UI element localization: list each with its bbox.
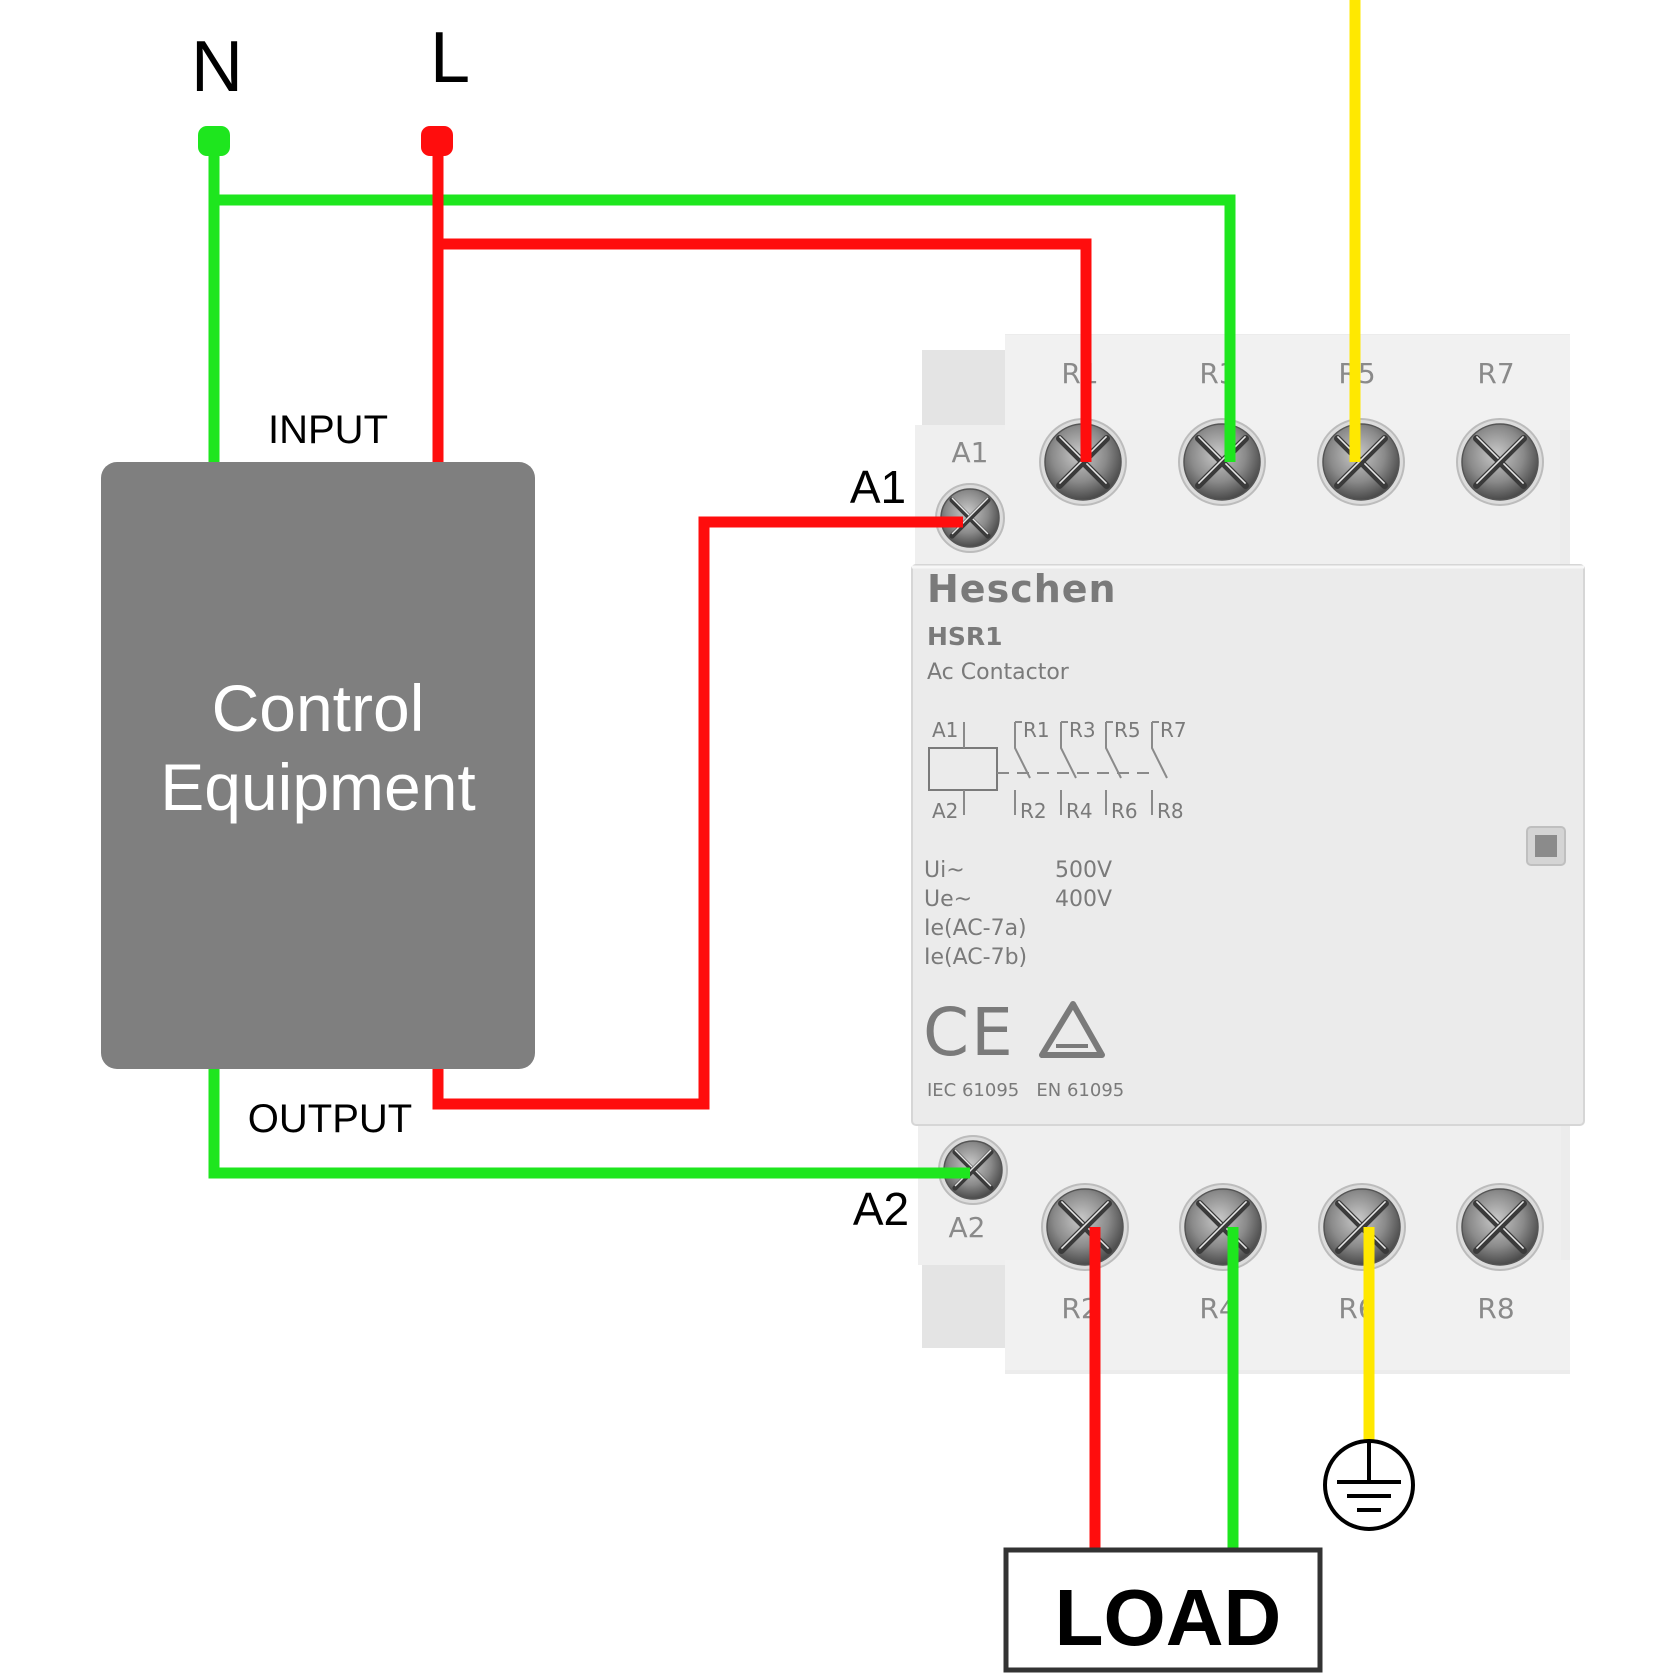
- schematic-r2: R2: [1020, 799, 1047, 823]
- neutral-wire-to-r3: [214, 194, 1236, 462]
- terminal-label-r8: R8: [1477, 1292, 1514, 1325]
- rating-ui-value: 500V: [1055, 858, 1112, 883]
- input-label: INPUT: [268, 408, 388, 452]
- control-equipment-box: [101, 462, 535, 1069]
- control-equipment-title-line2: Equipment: [160, 750, 476, 824]
- screw-r6-icon[interactable]: [1318, 1183, 1406, 1271]
- screw-a1-icon[interactable]: [935, 483, 1005, 553]
- neutral-supply-terminal: [198, 126, 230, 156]
- schematic-r8: R8: [1157, 799, 1184, 823]
- rating-ue-value: 400V: [1055, 887, 1112, 912]
- screw-r3-icon[interactable]: [1178, 418, 1266, 506]
- load-box: [1003, 1547, 1323, 1673]
- neutral-label: N: [191, 27, 243, 107]
- load-label: LOAD: [1055, 1573, 1282, 1662]
- screw-r4-icon[interactable]: [1179, 1183, 1267, 1271]
- rating-ie7b-label: Ie(AC-7b): [924, 945, 1027, 970]
- screw-a2-icon[interactable]: [938, 1135, 1008, 1205]
- line-wire-output-to-a1: [432, 516, 963, 1110]
- schematic-r4: R4: [1066, 799, 1093, 823]
- screw-r2-icon[interactable]: [1041, 1183, 1129, 1271]
- screw-r5-icon[interactable]: [1317, 418, 1405, 506]
- screw-r8-icon[interactable]: [1456, 1183, 1544, 1271]
- line-supply-terminal: [421, 126, 453, 156]
- line-label: L: [430, 18, 470, 98]
- screw-r7-icon[interactable]: [1456, 418, 1544, 506]
- ce-mark: CE: [923, 994, 1015, 1071]
- line-wire-to-r1: [438, 238, 1092, 462]
- contactor-front-cover: [911, 564, 1585, 1126]
- certification-mark-icon: [1039, 1001, 1105, 1058]
- a1-wire-label: A1: [850, 461, 906, 513]
- earth-ground-icon: [1323, 1439, 1415, 1531]
- control-equipment-title-line1: Control: [212, 671, 425, 745]
- terminal-label-a2: A2: [949, 1211, 986, 1244]
- model-name: HSR1: [927, 622, 1003, 651]
- a2-wire-label: A2: [853, 1183, 909, 1235]
- terminal-label-r7: R7: [1477, 357, 1514, 390]
- terminal-label-a1: A1: [952, 436, 989, 469]
- standards-text: IEC 61095 EN 61095: [927, 1080, 1124, 1101]
- rating-ue-label: Ue~: [924, 887, 972, 912]
- contact-schematic: [928, 721, 1168, 815]
- device-type: Ac Contactor: [927, 660, 1070, 685]
- screw-terminals: [935, 418, 1544, 1271]
- output-label: OUTPUT: [248, 1097, 412, 1141]
- schematic-r7: R7: [1160, 718, 1187, 742]
- terminal-label-r1: R1: [1061, 357, 1098, 390]
- schematic-a2: A2: [932, 799, 958, 823]
- wires: [208, 0, 1375, 1549]
- schematic-r3: R3: [1069, 718, 1096, 742]
- rating-ie7a-label: Ie(AC-7a): [924, 916, 1027, 941]
- schematic-a1: A1: [932, 718, 958, 742]
- rating-ui-label: Ui~: [924, 858, 965, 883]
- neutral-wire-output-to-a2: [208, 1069, 970, 1179]
- schematic-r5: R5: [1114, 718, 1141, 742]
- schematic-r1: R1: [1023, 718, 1050, 742]
- schematic-r6: R6: [1111, 799, 1138, 823]
- contactor-label-area: Heschen HSR1 Ac Contactor A1 A2 R1 R3 R5…: [923, 567, 1187, 1101]
- brand-name: Heschen: [927, 567, 1117, 611]
